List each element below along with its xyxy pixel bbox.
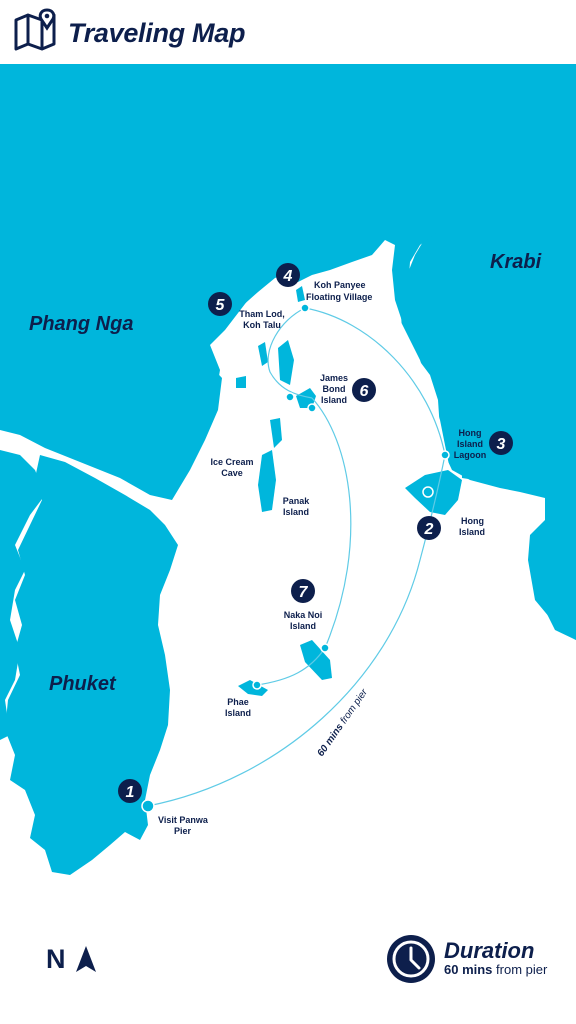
label-3-line2: Island <box>457 439 483 449</box>
label-ice-cream-line1: Ice Cream <box>210 457 253 467</box>
marker-5[interactable]: 5 <box>208 292 232 316</box>
region-phuket: Phuket <box>49 673 117 695</box>
marker-1[interactable]: 1 <box>118 779 142 803</box>
label-panak-line1: Panak <box>283 496 311 506</box>
label-1-line2: Pier <box>174 826 192 836</box>
footer <box>0 894 576 1024</box>
label-3-line1: Hong <box>459 428 482 438</box>
island-small-1 <box>236 376 246 388</box>
marker-5-number: 5 <box>216 297 226 314</box>
label-5-line1: Tham Lod, <box>239 309 285 319</box>
marker-4-number: 4 <box>283 268 293 285</box>
island-hong-east <box>462 460 478 480</box>
label-4-line1: Koh Panyee <box>314 280 366 290</box>
marker-6-number: 6 <box>360 383 369 400</box>
marker-3[interactable]: 3 <box>489 431 513 455</box>
island-naka-noi <box>300 640 332 680</box>
label-6-line3: Island <box>321 395 347 405</box>
island-james-bond <box>296 388 316 408</box>
label-phae-line2: Island <box>225 708 251 718</box>
island-phae <box>238 680 268 696</box>
land-phuket <box>5 455 178 875</box>
location-dots <box>141 303 450 813</box>
island-small-2 <box>296 286 305 302</box>
page-title: Traveling Map <box>68 18 246 48</box>
bay-open-water <box>160 300 576 894</box>
clock-icon <box>387 935 435 983</box>
marker-3-number: 3 <box>497 436 506 453</box>
duration-value: 60 mins <box>444 962 493 977</box>
marker-1-number: 1 <box>126 784 135 801</box>
label-6-line2: Bond <box>323 384 346 394</box>
label-7-line2: Island <box>290 621 316 631</box>
region-phang-nga: Phang Nga <box>29 313 133 335</box>
label-ice-cream-line2: Cave <box>221 468 243 478</box>
land-phang-nga <box>0 64 576 500</box>
island-koh-talu <box>278 340 294 385</box>
duration-title: Duration <box>444 938 535 963</box>
label-2-line2: Island <box>459 527 485 537</box>
label-1-line1: Visit Panwa <box>158 815 209 825</box>
map-canvas: 1 2 3 4 5 6 7 Krabi Phang Nga Phuket <box>0 64 576 894</box>
island-panak <box>258 450 276 512</box>
duration-subtitle: 60 mins from pier <box>444 962 547 977</box>
map-area[interactable]: 1 2 3 4 5 6 7 Krabi Phang Nga Phuket <box>0 64 576 894</box>
label-3-line3: Lagoon <box>454 450 487 460</box>
label-2-line1: Hong <box>461 516 484 526</box>
label-7-line1: Naka Noi <box>284 610 323 620</box>
compass-letter: N <box>46 944 66 974</box>
marker-4[interactable]: 4 <box>276 263 300 287</box>
north-arrow-icon <box>76 946 96 972</box>
marker-6[interactable]: 6 <box>352 378 376 402</box>
marker-2-number: 2 <box>424 521 434 538</box>
label-panak-line2: Island <box>283 507 309 517</box>
island-ice-cream <box>270 418 282 448</box>
region-krabi: Krabi <box>490 251 542 273</box>
label-6-line1: James <box>320 373 348 383</box>
label-4-line2: Floating Village <box>306 292 372 302</box>
map-pin-icon <box>14 8 56 51</box>
duration-suffix: from pier <box>492 962 548 977</box>
label-5-line2: Koh Talu <box>243 320 281 330</box>
marker-7[interactable]: 7 <box>291 579 315 603</box>
header: Traveling Map <box>0 0 576 64</box>
marker-7-number: 7 <box>299 584 309 601</box>
label-phae-line1: Phae <box>227 697 249 707</box>
route-lines <box>147 307 446 807</box>
marker-2[interactable]: 2 <box>417 516 441 540</box>
island-north-1 <box>258 342 268 366</box>
stop-labels: Visit Panwa Pier Hong Island Hong Island… <box>158 280 486 836</box>
